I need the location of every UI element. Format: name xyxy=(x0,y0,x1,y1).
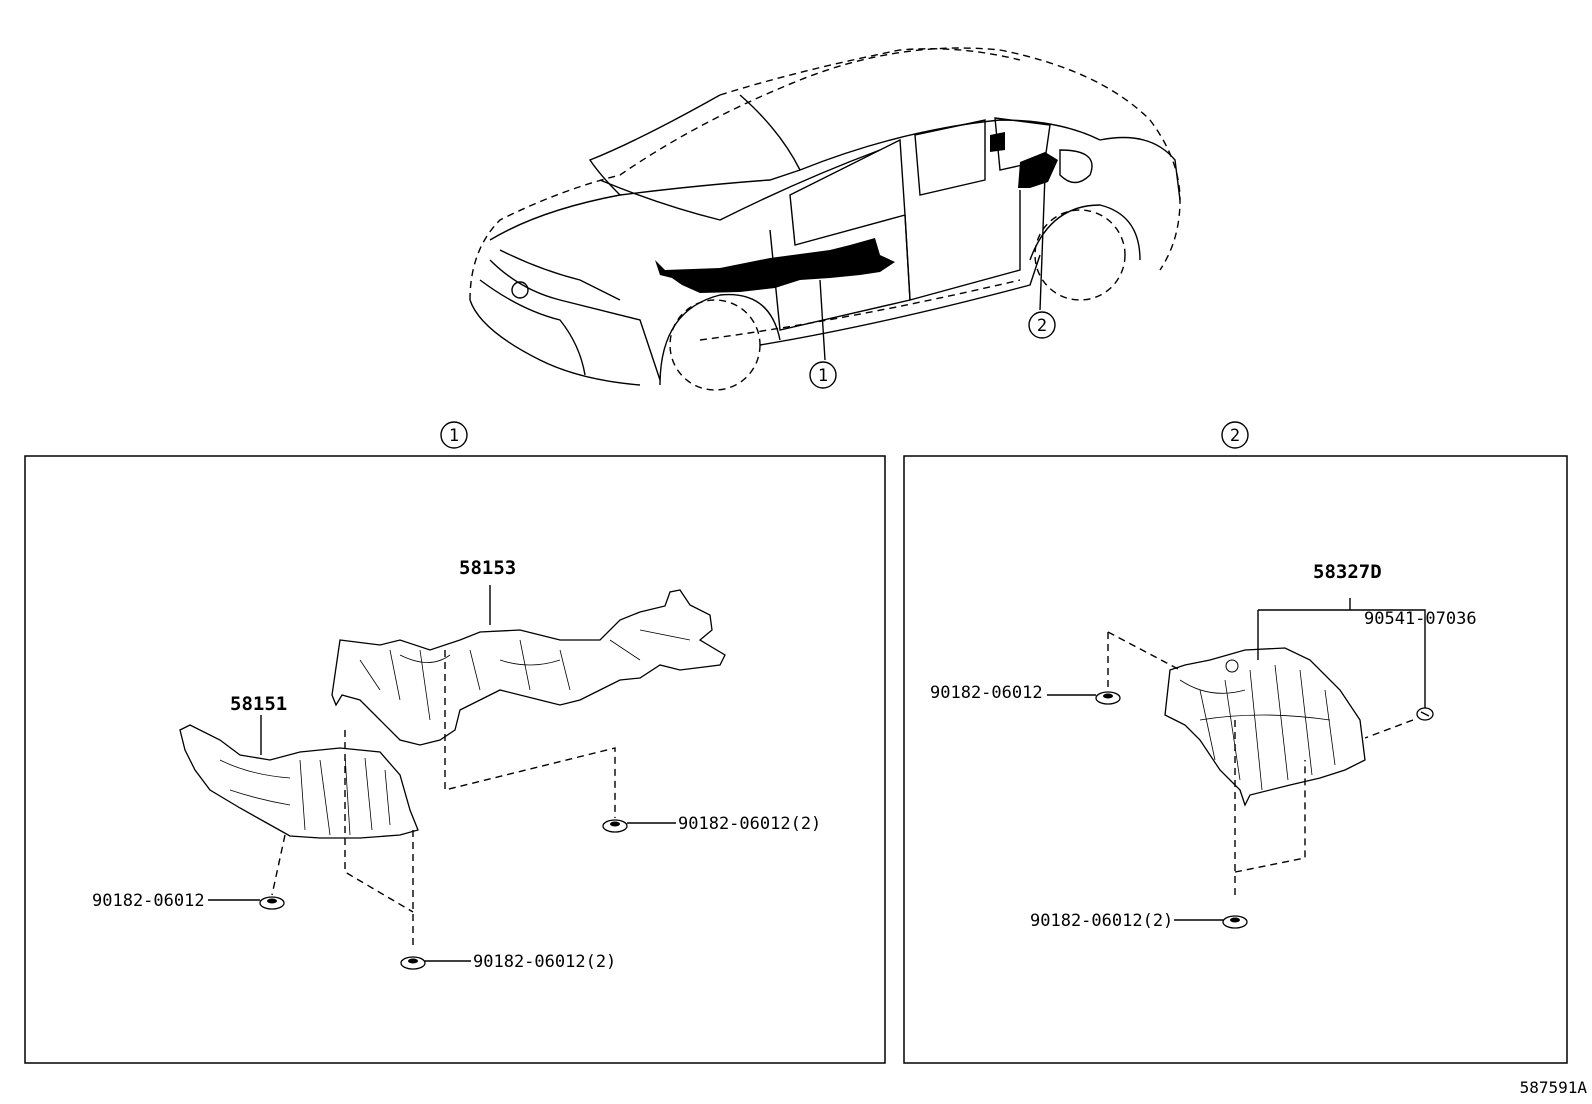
part-58151-illustration xyxy=(179,724,419,839)
callout-1-car: 1 xyxy=(809,361,837,389)
fastener-label-clip-bottom: 90182-06012(2) xyxy=(473,952,616,972)
callout-2-heading: 2 xyxy=(1221,421,1249,449)
part-58153-illustration xyxy=(331,589,726,746)
clip-bottom-icon xyxy=(400,956,426,970)
clip-right-icon xyxy=(602,819,628,833)
part-number-58153: 58153 xyxy=(459,557,516,579)
part-58327d-illustration xyxy=(1164,647,1366,807)
diagram-reference-code: 587591A xyxy=(1520,1078,1588,1097)
clip-bottom-2-icon xyxy=(1222,915,1248,929)
fastener-label-bolt: 90541-07036 xyxy=(1364,609,1477,629)
svg-text:2: 2 xyxy=(1230,426,1240,446)
car-illustration xyxy=(469,47,1181,391)
bolt-icon xyxy=(1416,707,1434,721)
svg-text:1: 1 xyxy=(449,426,459,446)
panel-2-frame xyxy=(903,455,1568,1064)
clip-upper-icon xyxy=(1095,691,1121,705)
fastener-label-clip-upper: 90182-06012 xyxy=(930,683,1043,703)
fastener-label-clip-left: 90182-06012 xyxy=(92,891,205,911)
clip-left-icon xyxy=(259,896,285,910)
fastener-label-clip-right: 90182-06012(2) xyxy=(678,814,821,834)
svg-text:2: 2 xyxy=(1037,316,1047,336)
callout-2-car: 2 xyxy=(1028,311,1056,339)
part-number-58327d: 58327D xyxy=(1313,561,1382,583)
fastener-label-clip-bottom-2: 90182-06012(2) xyxy=(1030,911,1173,931)
callout-1-heading: 1 xyxy=(440,421,468,449)
svg-text:1: 1 xyxy=(818,366,828,386)
part-number-58151: 58151 xyxy=(230,693,287,715)
panel-1-frame xyxy=(24,455,886,1064)
